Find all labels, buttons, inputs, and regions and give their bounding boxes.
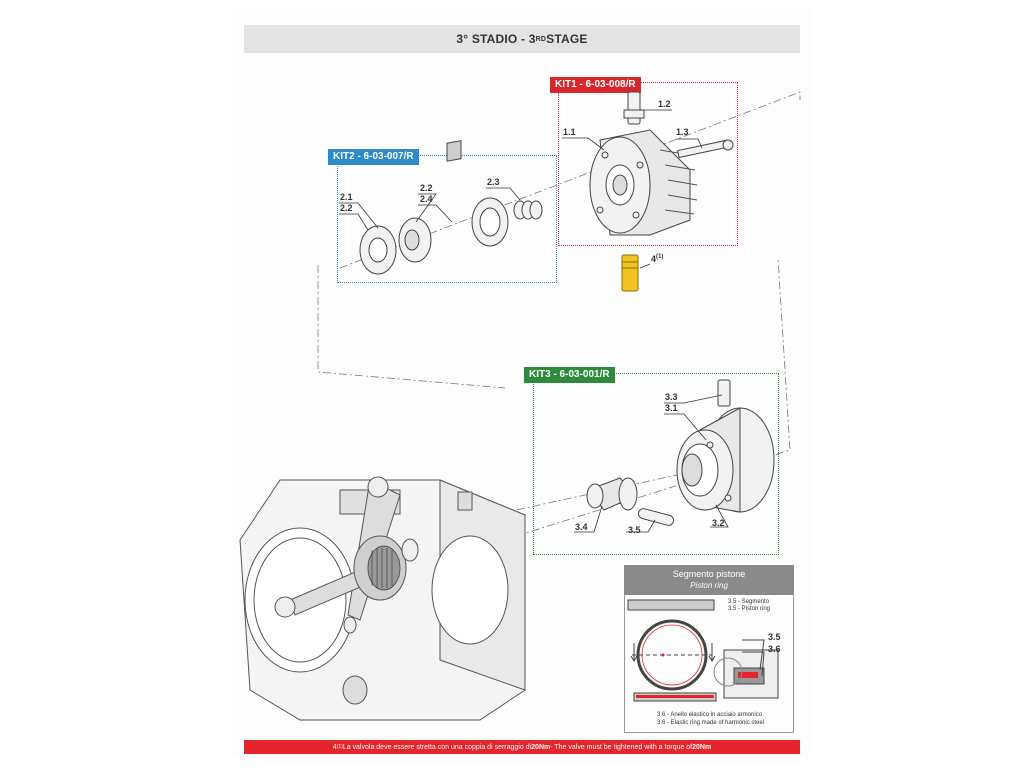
kit3-box <box>533 373 779 555</box>
footer-ref: 4 <box>332 743 337 751</box>
inset-title-en: Piston ring <box>690 581 728 590</box>
inset-elastic-legend-en: 3.6 - Elastic ring made of harmonic stee… <box>657 720 765 726</box>
valve-4 <box>621 254 639 292</box>
label-2-2-right: 2.2 <box>420 183 433 193</box>
label-1-1: 1.1 <box>563 127 576 137</box>
leader-lines <box>339 109 729 533</box>
kit1-label: KIT1 - 6-03-008/R <box>550 77 641 93</box>
ring-bar <box>627 599 715 611</box>
footer-text-it: La valvola deve essere stretta con una c… <box>342 743 532 751</box>
inset-title-it: Segmento pistone <box>672 569 746 579</box>
kit3-parts <box>586 379 775 526</box>
inset-title: Segmento pistone Piston ring <box>624 565 794 595</box>
label-3-1: 3.1 <box>665 403 678 413</box>
footer-torque-en: 20Nm <box>692 743 712 751</box>
label-3-2: 3.2 <box>712 518 725 528</box>
pin-3-5 <box>637 508 675 526</box>
compressor-body <box>239 476 526 721</box>
kit1-parts <box>589 91 734 236</box>
kit1-box <box>558 82 738 246</box>
label-2-3: 2.3 <box>487 177 500 187</box>
footer-ref-sup: (1) <box>336 744 343 750</box>
title-superscript: RD <box>535 35 547 43</box>
kit3-label: KIT3 - 6-03-001/R <box>524 367 615 383</box>
kit2-parts <box>359 140 543 275</box>
label-2-4: 2.4 <box>420 194 433 204</box>
label-2-2-left: 2.2 <box>340 203 353 213</box>
key-2-2 <box>446 140 462 162</box>
label-2-1: 2.1 <box>340 192 353 202</box>
label-3-3: 3.3 <box>665 392 678 402</box>
kit2-label: KIT2 - 6-03-007/R <box>328 149 419 165</box>
footer-note: 4(1) La valvola deve essere stretta con … <box>244 740 800 754</box>
inset-elastic-legend-it: 3.6 - Anello elastico in acciaio armonic… <box>657 712 763 718</box>
inset-label-3-6: 3.6 <box>768 644 781 654</box>
label-1-3: 1.3 <box>676 127 689 137</box>
fitting-3-3 <box>717 379 731 407</box>
label-3-4: 3.4 <box>575 522 588 532</box>
footer-torque-it: 20Nm <box>531 743 551 751</box>
label-4-text: 4 <box>651 254 657 264</box>
label-3-5: 3.5 <box>628 525 641 535</box>
label-4-superscript: (1) <box>656 254 664 260</box>
inset-ring-legend-en: 3.5 - Piston ring <box>728 606 771 612</box>
title-text-suffix: STAGE <box>546 32 588 46</box>
inset-label-3-5: 3.5 <box>768 632 781 642</box>
inset-drawings <box>627 599 779 702</box>
label-4: 4(1) <box>651 254 663 264</box>
inset-ring-legend-it: 3.5 - Segmento <box>728 599 770 605</box>
title-text: 3° STADIO - 3 <box>456 32 536 46</box>
footer-text-en: - The valve must be tightened with a tor… <box>550 743 693 751</box>
label-1-2: 1.2 <box>658 99 671 109</box>
bolt-1-3 <box>677 139 729 159</box>
fitting-1-2 <box>627 91 641 125</box>
liner-3-2 <box>681 453 703 487</box>
